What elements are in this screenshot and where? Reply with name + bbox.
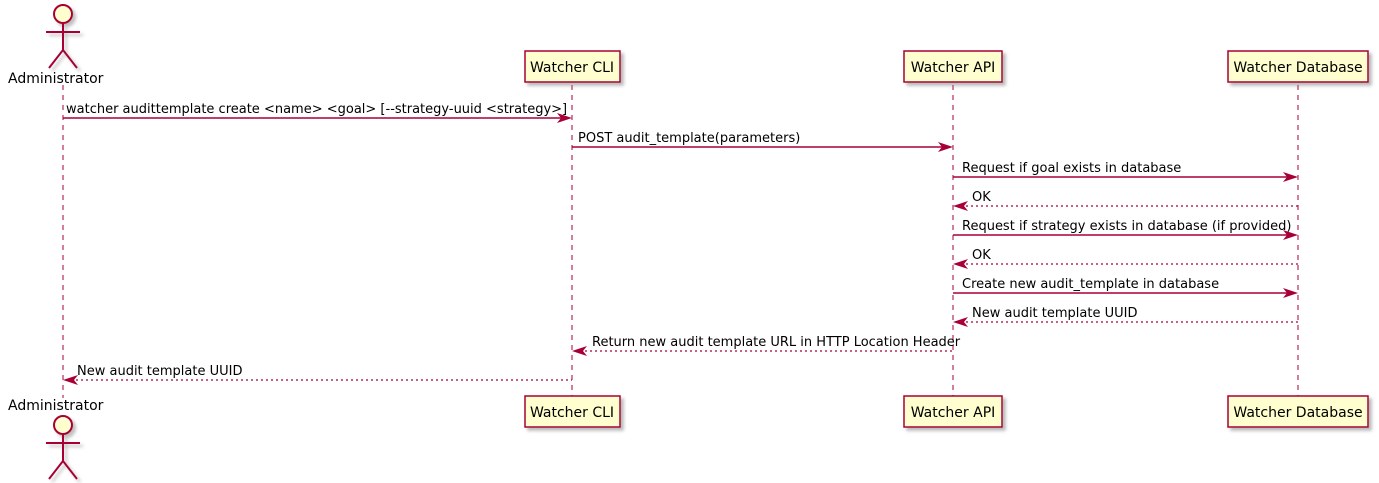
message-7-arrowhead [1283,288,1298,298]
participant-box-watcher-db-top[interactable] [1227,50,1369,83]
message-3-arrowhead [1283,172,1298,182]
message-1-label: watcher audittemplate create <name> <goa… [66,102,567,117]
actor-administrator-top[interactable]: Administrator [8,4,104,87]
message-7-label: Create new audit_template in database [962,277,1219,292]
participant-watcher-cli-top[interactable]: Watcher CLI [524,50,621,83]
message-1-arrowhead [557,113,572,123]
message-5-arrowhead [1283,230,1298,240]
actor-label-administrator-top: Administrator [8,71,104,87]
message-4-arrowhead [953,201,968,211]
actor-figure-top [46,4,80,69]
message-9-label: Return new audit template URL in HTTP Lo… [592,335,961,350]
message-7: Create new audit_template in database [953,277,1298,298]
participant-label-watcher-cli-bottom: Watcher CLI [530,405,614,421]
message-3-label: Request if goal exists in database [962,161,1181,176]
participant-box-watcher-api-top[interactable] [903,50,1003,83]
participant-box-watcher-api-bottom[interactable] [903,395,1003,428]
participant-label-watcher-db-bottom: Watcher Database [1233,405,1362,421]
message-9: Return new audit template URL in HTTP Lo… [572,335,961,356]
actor-label-administrator-bottom: Administrator [8,398,104,414]
message-10-arrowhead [63,375,78,385]
participant-watcher-api-top[interactable]: Watcher API [903,50,1003,83]
actor-administrator-bottom[interactable]: Administrator [8,398,104,480]
message-6-label: OK [972,248,991,263]
message-5-label: Request if strategy exists in database (… [962,219,1291,234]
message-2: POST audit_template(parameters) [572,131,953,152]
message-8-label: New audit template UUID [972,306,1137,321]
participant-watcher-api-bottom[interactable]: Watcher API [903,395,1003,428]
participant-box-watcher-db-bottom[interactable] [1227,395,1369,428]
participant-box-watcher-cli-bottom[interactable] [524,395,621,428]
participant-label-watcher-db-top: Watcher Database [1233,60,1362,76]
message-2-label: POST audit_template(parameters) [578,131,800,146]
participant-label-watcher-cli-top: Watcher CLI [530,60,614,76]
participant-box-watcher-cli-top[interactable] [524,50,621,83]
message-10-label: New audit template UUID [77,364,242,379]
message-6: OK [953,248,1298,269]
message-4-label: OK [972,190,991,205]
message-9-arrowhead [572,346,587,356]
lifelines [62,85,1299,398]
message-1: watcher audittemplate create <name> <goa… [63,102,572,123]
message-5: Request if strategy exists in database (… [953,219,1298,240]
participant-label-watcher-api-bottom: Watcher API [911,405,996,421]
message-4: OK [953,190,1298,211]
message-2-arrowhead [938,142,953,152]
participant-watcher-cli-bottom[interactable]: Watcher CLI [524,395,621,428]
message-6-arrowhead [953,259,968,269]
message-10: New audit template UUID [63,364,572,385]
actor-figure-bottom [46,415,80,480]
message-8: New audit template UUID [953,306,1298,327]
message-8-arrowhead [953,317,968,327]
participant-watcher-db-bottom[interactable]: Watcher Database [1227,395,1369,428]
participant-label-watcher-api-top: Watcher API [911,60,996,76]
message-3: Request if goal exists in database [953,161,1298,182]
participant-watcher-db-top[interactable]: Watcher Database [1227,50,1369,83]
